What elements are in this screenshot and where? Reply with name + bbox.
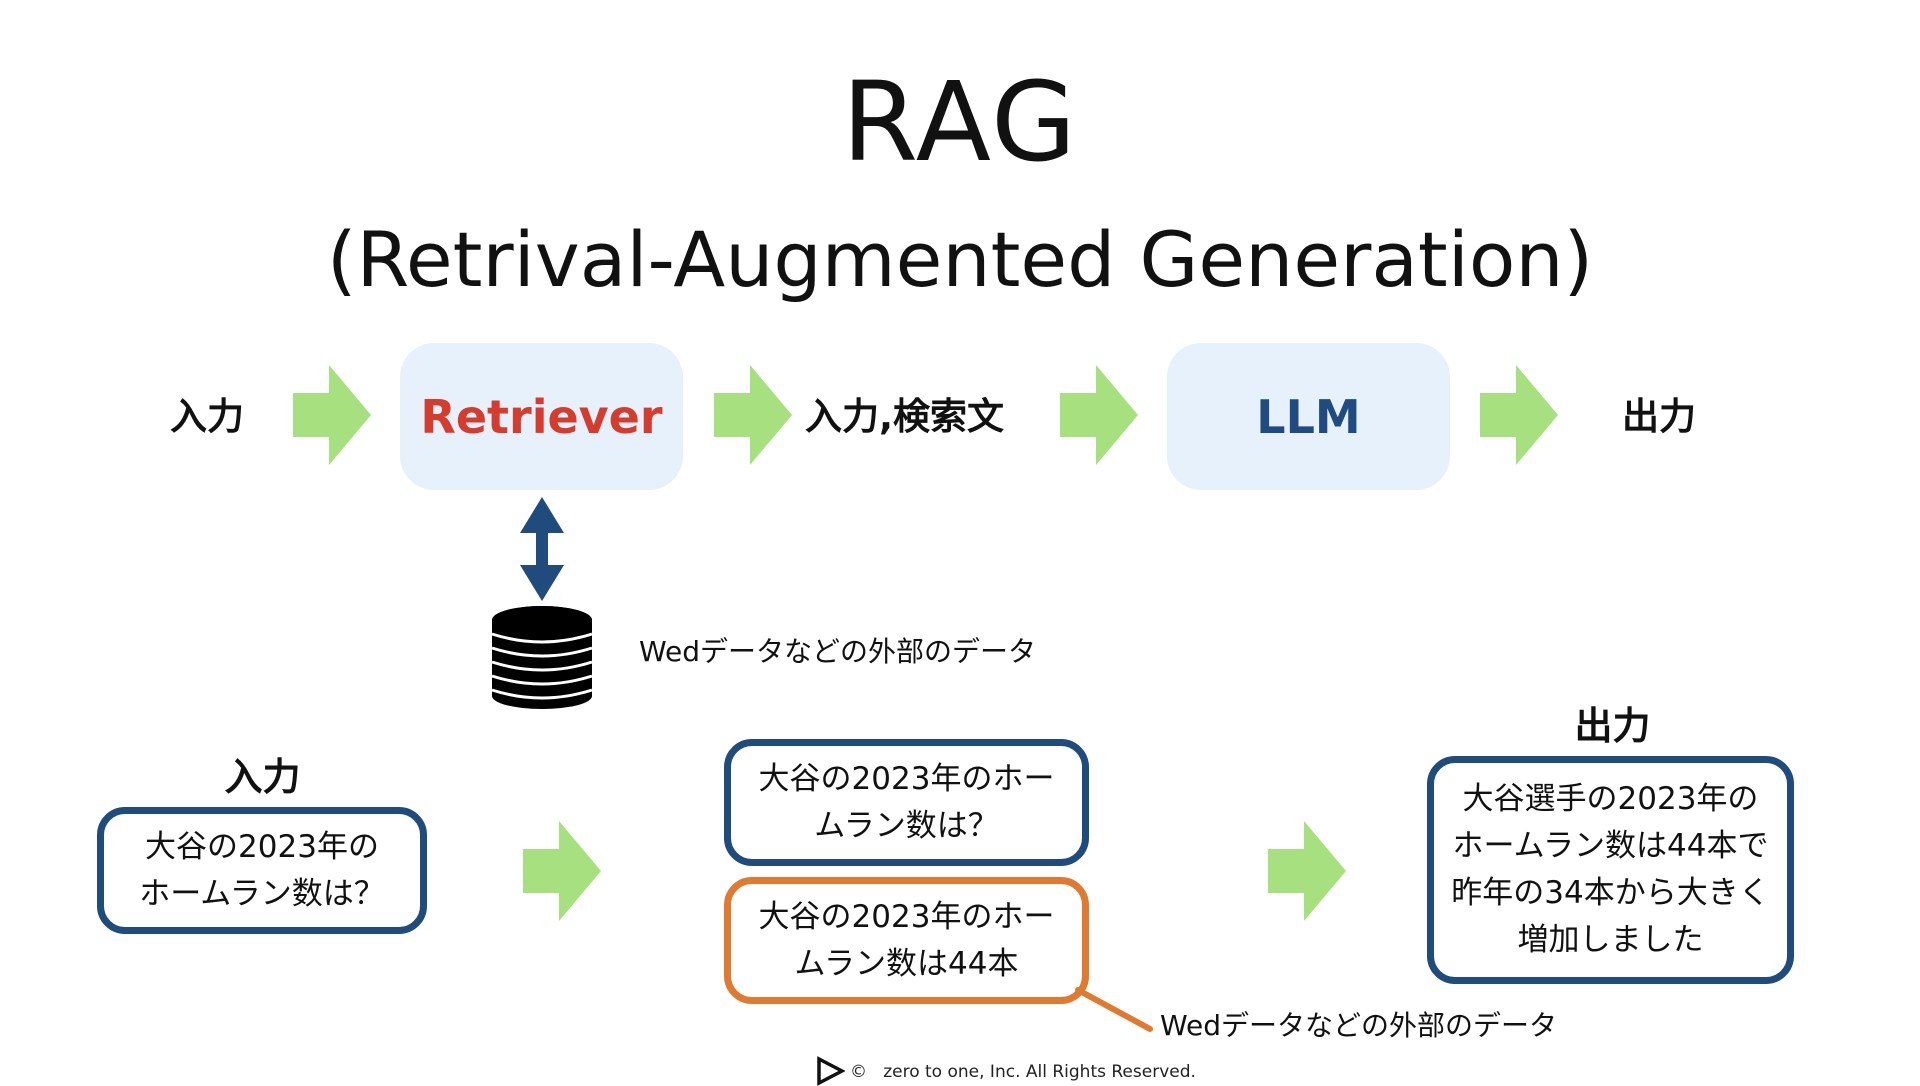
example-output-box: 大谷選手の2023年の ホームラン数は44本で 昨年の34本から大きく 増加しま… (1427, 756, 1794, 984)
page-title: RAG (841, 58, 1079, 186)
page-subtitle: (Retrival-Augmented Generation) (326, 215, 1594, 304)
output-line: 昨年の34本から大きく (1451, 875, 1770, 911)
right-arrow-icon (714, 365, 792, 465)
input-line: 大谷の2023年の (145, 828, 379, 865)
flow-input-label: 入力 (170, 395, 244, 438)
llm-label: LLM (1256, 389, 1361, 444)
llm-box: LLM (1167, 343, 1450, 490)
output-line: ホームラン数は44本で (1452, 828, 1769, 864)
output-line: 大谷選手の2023年の (1462, 781, 1759, 817)
right-arrow-icon (1060, 365, 1138, 465)
retrieved-box: 大谷の2023年のホー ムラン数は44本 (724, 877, 1089, 1004)
flow-middle-label: 入力,検索文 (805, 395, 1005, 438)
right-arrow-icon (293, 365, 371, 465)
output-line: 増加しました (1517, 922, 1704, 958)
example-input-box: 大谷の2023年の ホームラン数は？ (97, 807, 427, 934)
copyright-symbol: © (850, 1062, 867, 1082)
retrieved-line: ムラン数は44本 (794, 945, 1019, 982)
retrieved-line: 大谷の2023年のホー (758, 898, 1055, 935)
query-line: ムラン数は？ (814, 807, 999, 844)
callout-line (1075, 987, 1153, 1032)
db-caption: Wedデータなどの外部のデータ (639, 635, 1037, 668)
retriever-label: Retriever (420, 389, 663, 444)
database-icon (491, 606, 593, 709)
footer-text: zero to one, Inc. All Rights Reserved. (883, 1062, 1196, 1082)
query-box: 大谷の2023年のホー ムラン数は？ (724, 739, 1089, 866)
retriever-box: Retriever (400, 343, 683, 490)
example-output-title: 出力 (1574, 704, 1651, 748)
footer-copyright: © zero to one, Inc. All Rights Reserved. (850, 1060, 1196, 1084)
query-line: 大谷の2023年のホー (758, 760, 1055, 797)
retrieved-caption: Wedデータなどの外部のデータ (1160, 1009, 1558, 1042)
input-line: ホームラン数は？ (139, 875, 385, 912)
play-logo-icon (817, 1056, 845, 1086)
right-arrow-icon (523, 821, 601, 921)
flow-output-label: 出力 (1622, 395, 1696, 438)
example-input-title: 入力 (224, 755, 301, 799)
right-arrow-icon (1480, 365, 1558, 465)
double-headed-arrow-icon (520, 497, 564, 601)
right-arrow-icon (1268, 821, 1346, 921)
